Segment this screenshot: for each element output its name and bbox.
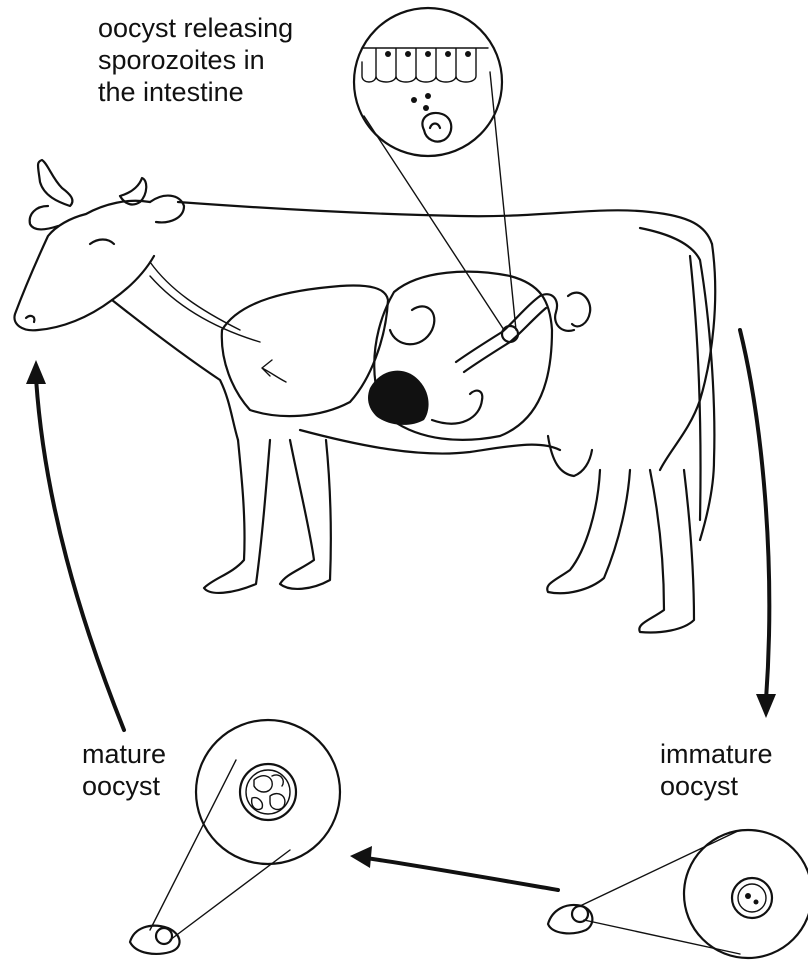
immature-zoom-line-top: [580, 830, 740, 906]
arrow-to-cow: [36, 378, 124, 730]
arrowhead-up: [26, 360, 46, 384]
cow-back-outline: [178, 202, 712, 244]
cow-illustration: [14, 160, 715, 633]
arrowhead-left: [350, 846, 372, 868]
rumen-arrow: [262, 360, 286, 382]
mature-sample-ring: [156, 928, 172, 944]
label-intestine-oocyst: oocyst releasing sporozoites in the inte…: [98, 12, 398, 108]
label-mature-oocyst: mature oocyst: [82, 738, 222, 802]
arrow-to-environment: [740, 330, 769, 700]
cell-nucleus: [425, 51, 431, 57]
cow-hind-leg-left: [547, 470, 630, 593]
label-line: mature: [82, 738, 222, 770]
sporozoite: [423, 105, 429, 111]
cow-left-horn: [38, 160, 72, 206]
cow-neck-outline: [112, 300, 238, 440]
cow-head-outline: [14, 201, 154, 331]
mature-sporocysts: [252, 775, 285, 810]
immature-sample-ring: [572, 906, 588, 922]
dark-organ: [368, 371, 429, 425]
label-line: oocyst: [82, 770, 222, 802]
rumen-organ: [222, 286, 388, 417]
cow-udder: [548, 436, 592, 476]
cow-right-ear: [150, 196, 184, 223]
label-line: oocyst releasing: [98, 12, 398, 44]
immature-oocyst-sporont: [745, 893, 751, 899]
zoom-line-left: [364, 116, 504, 330]
cell-nucleus: [465, 51, 471, 57]
cell-nucleus: [445, 51, 451, 57]
sporozoite: [411, 97, 417, 103]
label-immature-oocyst: immature oocyst: [660, 738, 800, 802]
sporozoite: [425, 93, 431, 99]
immature-oocyst-inner-wall: [738, 884, 766, 912]
label-line: the intestine: [98, 76, 398, 108]
intestine-tail-loop: [568, 293, 590, 327]
label-line: immature: [660, 738, 800, 770]
cow-left-ear: [30, 206, 58, 230]
cell-nucleus: [405, 51, 411, 57]
immature-oocyst-group: [548, 830, 808, 958]
gut-lower-loop: [432, 391, 482, 424]
arrow-immature-to-mature: [366, 858, 558, 890]
gut-inner-loop: [390, 306, 434, 344]
zoom-line-right: [490, 72, 516, 330]
opened-oocyst: [422, 113, 451, 142]
cow-front-leg-left: [204, 440, 270, 593]
label-line: sporozoites in: [98, 44, 398, 76]
cow-front-leg-right: [280, 440, 331, 589]
mature-oocyst-wall: [240, 764, 296, 820]
cow-neck-lines: [150, 262, 260, 342]
cow-eye: [90, 240, 114, 245]
label-line: oocyst: [660, 770, 800, 802]
cow-rear-outline: [660, 244, 715, 470]
cow-belly-outline: [300, 430, 560, 454]
cow-nostril: [26, 316, 34, 322]
arrowhead-down: [756, 694, 776, 718]
immature-oocyst-sporont: [754, 900, 759, 905]
cow-hind-leg-right: [639, 470, 694, 633]
